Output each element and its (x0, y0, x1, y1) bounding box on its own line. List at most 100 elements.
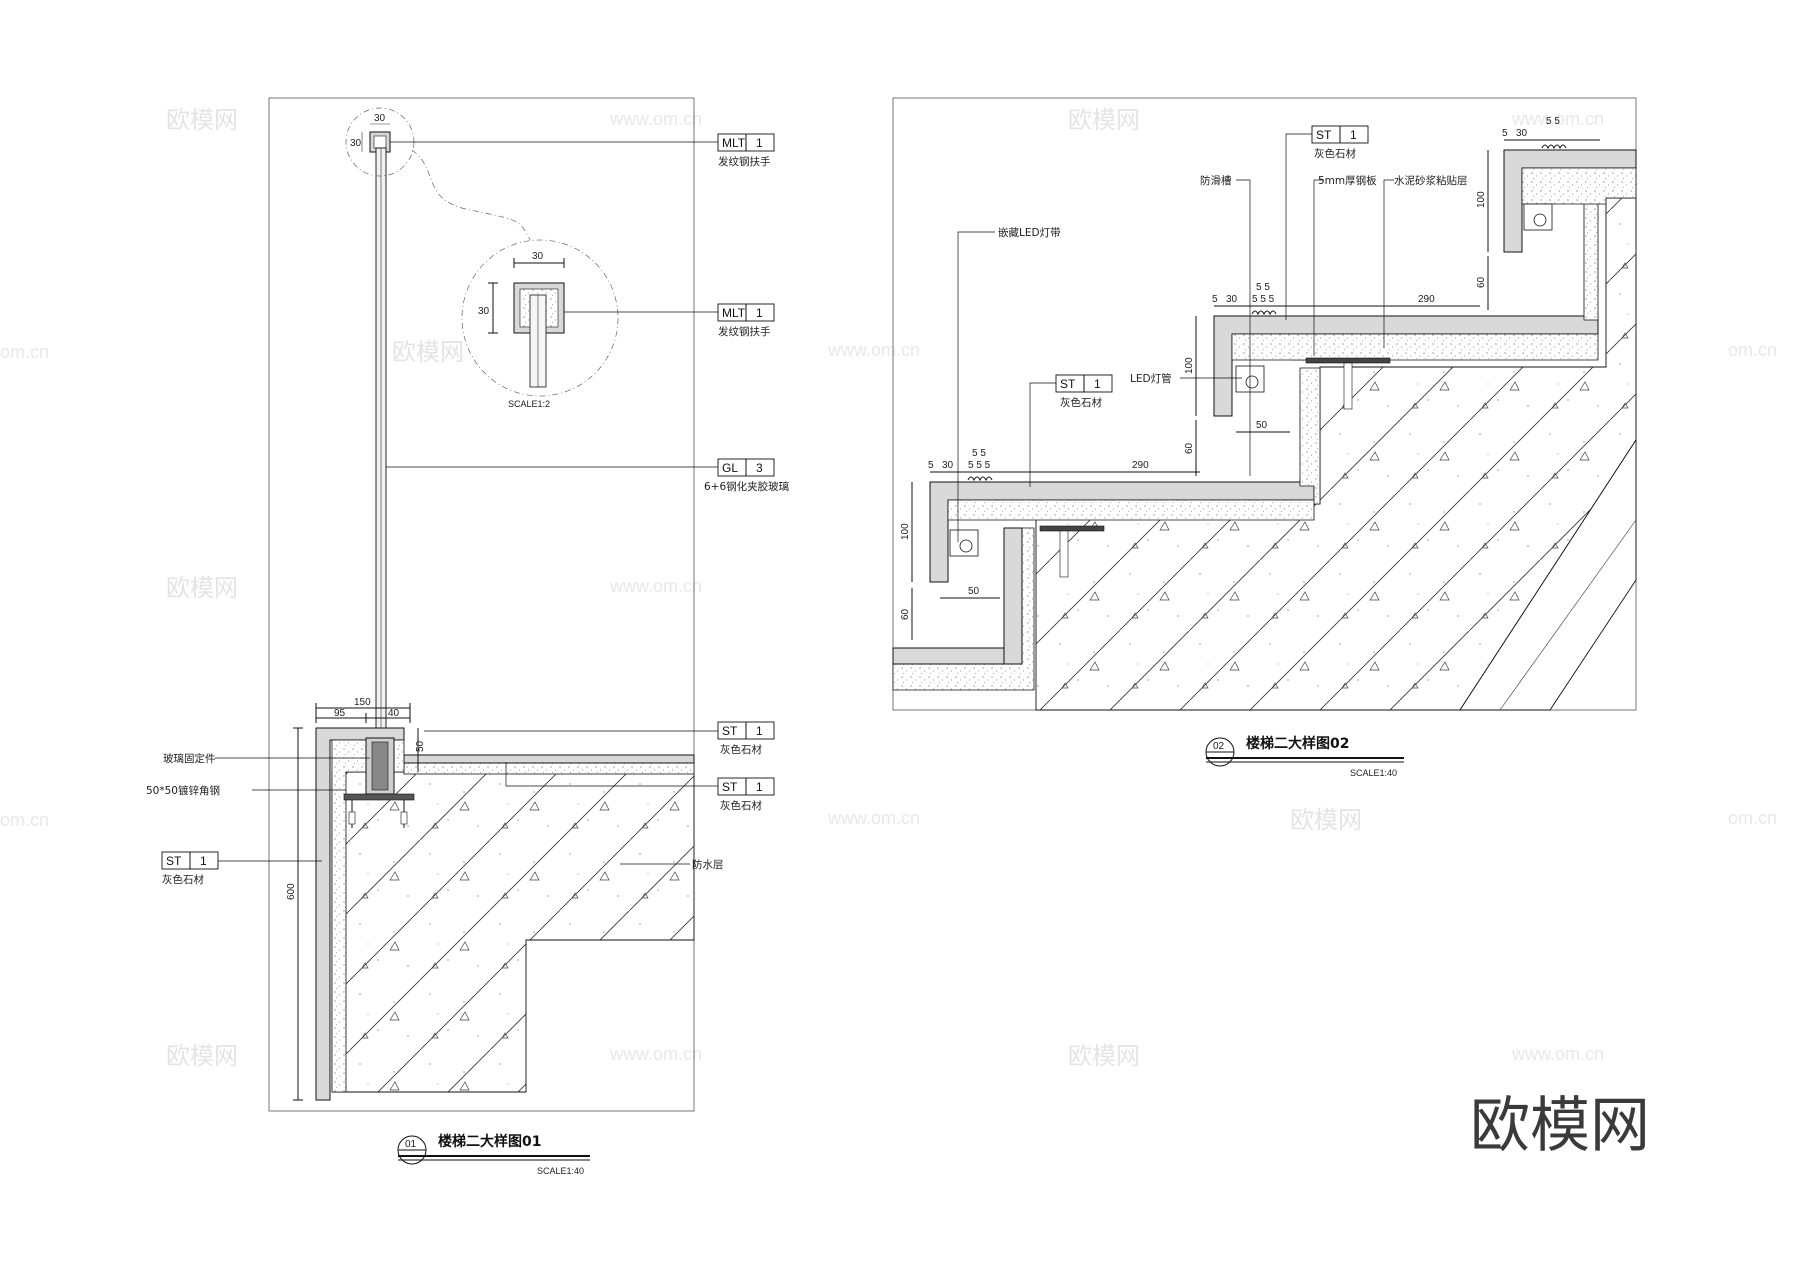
detail-01: 30 30 SCALE1:2 30 30 150 95 40 (146, 97, 789, 1176)
svg-text:ST: ST (1060, 377, 1076, 391)
dim-a-1: 5 (928, 460, 934, 471)
mortar-bed (403, 761, 695, 775)
svg-text:ST: ST (1316, 128, 1332, 142)
watermark-url: www.om.cn (827, 808, 920, 828)
led-tube-step3 (1523, 203, 1553, 231)
watermark-brand: 欧模网 (1068, 106, 1140, 134)
detail-02-title: 楼梯二大样图02 (1246, 735, 1349, 752)
watermark-brand: 欧模网 (1290, 806, 1362, 834)
svg-text:发纹钢扶手: 发纹钢扶手 (718, 155, 771, 168)
watermark-brand: 欧模网 (166, 574, 238, 602)
dim-tread-2: 290 (1418, 294, 1435, 305)
note-angle-steel: 50*50镀锌角钢 (146, 784, 220, 797)
dim-tread: 50 (415, 740, 426, 752)
watermark-url: www.om.cn (827, 340, 920, 360)
dim-rail-height: 30 (478, 306, 490, 317)
dim-d-2: 5 5 5 (1252, 294, 1275, 305)
lower-riser-stone (892, 647, 1023, 665)
steel-plate-step2 (1305, 357, 1391, 364)
dim-b-1: 30 (942, 460, 954, 471)
enlarged-detail-circle (461, 239, 619, 397)
tag-mlt-1-top: MLT 1 发纹钢扶手 (717, 133, 775, 168)
dim-c-2: 5 5 (1256, 282, 1270, 293)
watermark-brand: 欧模网 (1068, 1042, 1140, 1070)
dim-gap-3: 60 (1476, 276, 1487, 288)
dim-nose-2: 50 (1256, 420, 1268, 431)
tag-st-1-top: ST 1 灰色石材 (717, 721, 775, 756)
watermark-url: om.cn (1728, 340, 1777, 360)
watermark-url: www.om.cn (1511, 109, 1604, 129)
dim-height: 600 (286, 883, 297, 900)
dim-tread-1: 290 (1132, 460, 1149, 471)
watermark-url: www.om.cn (609, 1044, 702, 1064)
note-anti-slip: 防滑槽 (1200, 174, 1232, 187)
tag-gl-3: GL 3 6+6钢化夹胶玻璃 (704, 458, 789, 493)
dim-base-right: 40 (388, 708, 400, 719)
watermark-brand: 欧模网 (166, 1042, 238, 1070)
note-steel-plate: 5mm厚钢板 (1318, 174, 1377, 187)
tag-st-1-mid-02: ST 1 灰色石材 (1055, 374, 1113, 409)
dim-rail-width-small: 30 (374, 113, 386, 124)
detail-01-title: 楼梯二大样图01 (438, 1133, 541, 1150)
angle-steel (343, 793, 415, 801)
brand-logo-text: 欧模网 (1470, 1091, 1650, 1161)
watermarks: 欧模网 www.om.cn 欧模网 www.om.cn om.cn 欧模网 ww… (0, 106, 1777, 1070)
dim-c-3: 5 5 (1546, 116, 1560, 127)
dim-riser-2: 100 (1184, 357, 1195, 374)
dim-rail-height-small: 30 (350, 138, 362, 149)
svg-text:1: 1 (756, 136, 763, 150)
dim-base-total: 150 (354, 697, 371, 708)
detail-01-number: 01 (405, 1139, 417, 1150)
dim-c-1: 5 5 (972, 448, 986, 459)
svg-text:1: 1 (756, 724, 763, 738)
tag-st-1-left: ST 1 灰色石材 (161, 851, 219, 886)
watermark-url: www.om.cn (1511, 1044, 1604, 1064)
note-led-strip: 嵌藏LED灯带 (998, 227, 1061, 239)
tag-st-1-top-02: ST 1 灰色石材 (1311, 125, 1369, 160)
side-mortar (330, 739, 405, 1093)
watermark-brand: 欧模网 (392, 338, 464, 366)
svg-text:灰色石材: 灰色石材 (1314, 147, 1356, 160)
svg-text:MLT: MLT (722, 136, 746, 150)
led-tube-step1 (949, 529, 979, 557)
svg-text:灰色石材: 灰色石材 (720, 799, 762, 812)
floor-stone (403, 754, 695, 764)
watermark-url: om.cn (1728, 808, 1777, 828)
svg-text:1: 1 (1350, 128, 1357, 142)
dim-base-left: 95 (334, 708, 346, 719)
tag-mlt-1-enlarged: MLT 1 发纹钢扶手 (717, 303, 775, 338)
dim-gap-1: 60 (900, 608, 911, 620)
svg-text:ST: ST (166, 854, 182, 868)
svg-text:1: 1 (1094, 377, 1101, 391)
svg-text:灰色石材: 灰色石材 (162, 873, 204, 886)
svg-text:3: 3 (756, 461, 763, 475)
tag-st-1-bottom: ST 1 灰色石材 (717, 777, 775, 812)
dim-gap-2: 60 (1184, 442, 1195, 454)
step1-mortar (947, 367, 1321, 521)
dim-riser-1: 100 (900, 523, 911, 540)
detail-02-scale: SCALE1:40 (1350, 768, 1397, 778)
dim-b-2: 30 (1226, 294, 1238, 305)
dim-nose-1: 50 (968, 586, 980, 597)
svg-text:6+6钢化夹胶玻璃: 6+6钢化夹胶玻璃 (704, 480, 789, 493)
detail-02: 5 30 5 5 5 5 5 290 100 60 50 5 30 5 5 5 … (892, 97, 1637, 778)
watermark-url: om.cn (0, 810, 49, 830)
svg-text:灰色石材: 灰色石材 (1060, 396, 1102, 409)
detail-01-scale: SCALE1:40 (537, 1166, 584, 1176)
svg-text:MLT: MLT (722, 306, 746, 320)
note-mortar: 水泥砂浆粘贴层 (1394, 174, 1468, 187)
watermark-brand: 欧模网 (166, 106, 238, 134)
dim-b-3: 30 (1516, 128, 1528, 139)
svg-text:ST: ST (722, 724, 738, 738)
note-waterproof: 防水层 (692, 858, 724, 871)
svg-text:灰色石材: 灰色石材 (720, 743, 762, 756)
steel-plate-step1 (1039, 525, 1105, 532)
svg-text:ST: ST (722, 780, 738, 794)
dim-d-1: 5 5 5 (968, 460, 991, 471)
dim-a-3: 5 (1502, 128, 1508, 139)
svg-text:1: 1 (756, 306, 763, 320)
svg-text:1: 1 (756, 780, 763, 794)
enlarged-scale-label: SCALE1:2 (508, 399, 550, 409)
watermark-url: om.cn (0, 342, 49, 362)
